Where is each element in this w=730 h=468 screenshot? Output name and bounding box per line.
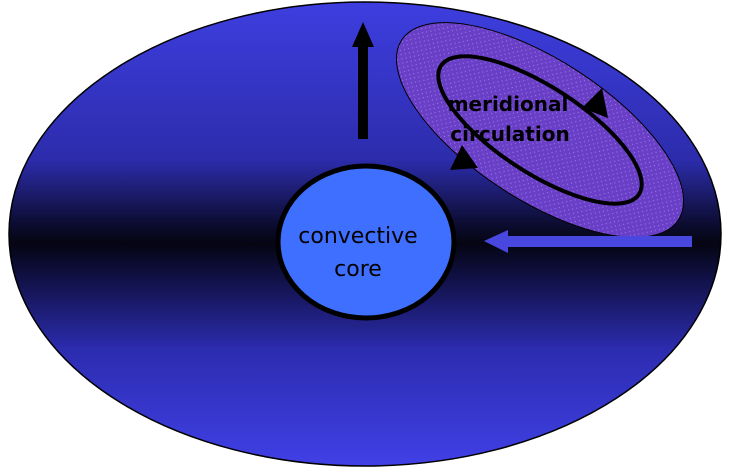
circulation-arrowhead-upper-icon bbox=[582, 88, 608, 118]
circulation-label-line2: circulation bbox=[450, 122, 569, 146]
convective-core bbox=[275, 163, 457, 321]
core-label-line2: core bbox=[334, 257, 382, 282]
circulation-loop-icon bbox=[436, 54, 644, 206]
core-label-line1: convective bbox=[298, 224, 417, 249]
arrow-up-icon bbox=[352, 22, 374, 139]
circulation-cell bbox=[395, 22, 685, 238]
circulation-label-line1: meridional bbox=[448, 92, 569, 116]
circulation-arrowhead-lower-icon bbox=[450, 145, 478, 170]
arrow-left-icon bbox=[484, 230, 692, 253]
